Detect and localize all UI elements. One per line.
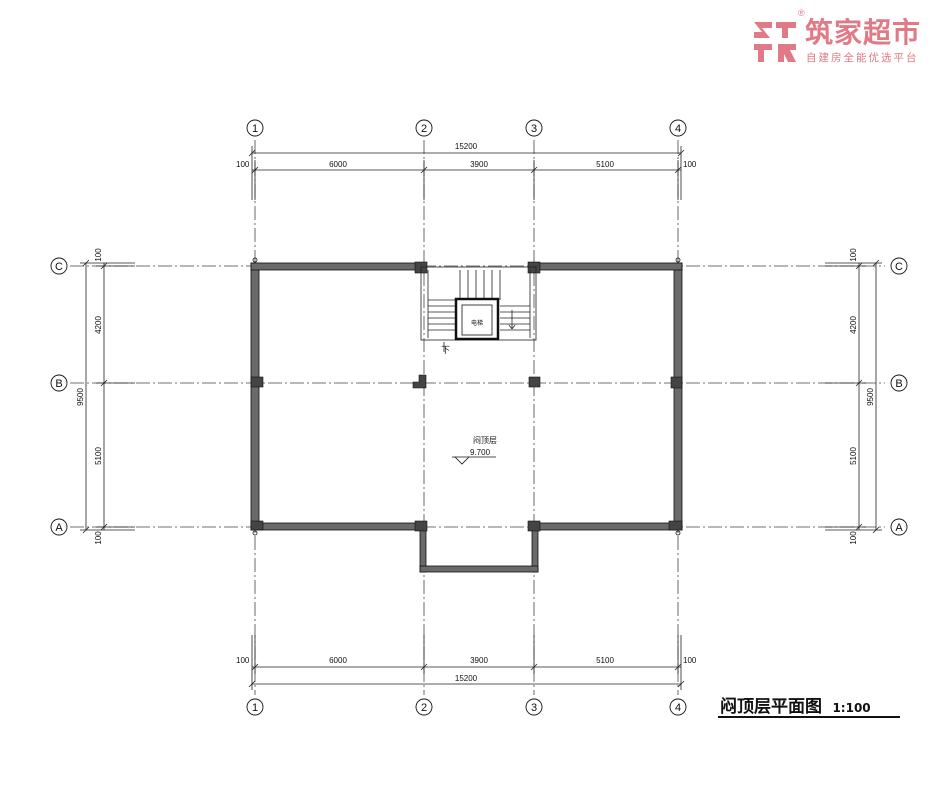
brand-tagline: 自建房全能优选平台 <box>806 52 919 64</box>
right-dimension-upper: 4200 <box>849 316 858 334</box>
level-marker-icon <box>452 456 496 465</box>
right-dimension-texts: 9500 4200 5100 100 100 <box>849 248 875 545</box>
elevator-label: 电梯 <box>471 319 483 327</box>
stair-core <box>420 266 537 352</box>
axis-col-4-top: 4 <box>675 123 681 135</box>
bottom-dimension-3: 5100 <box>596 656 614 665</box>
brand-logo: ® 筑家超市 自建房全能优选平台 <box>750 8 930 68</box>
right-offset-top: 100 <box>849 248 858 262</box>
axis-col-2-top: 2 <box>421 123 427 135</box>
axis-col-1-top: 1 <box>252 123 258 135</box>
bottom-total-dimension: 15200 <box>455 674 478 683</box>
brand-name: 筑家超市 <box>805 16 922 49</box>
right-dimensions <box>825 259 882 534</box>
corner-markers <box>252 257 681 536</box>
exterior-walls <box>250 262 683 573</box>
left-total-dimension: 9500 <box>76 388 85 406</box>
left-dimension-upper: 4200 <box>94 316 103 334</box>
axis-row-c-left: C <box>55 261 63 273</box>
axis-bubbles <box>50 119 908 716</box>
bottom-dimensions <box>248 635 685 690</box>
registered-mark: ® <box>798 8 805 18</box>
axis-col-3-bottom: 3 <box>531 702 537 714</box>
bottom-dimension-texts: 6000 3900 5100 15200 100 100 <box>236 656 697 683</box>
room-label: 闷顶层 <box>473 435 497 445</box>
drawing-title: 闷顶层平面图 1:100 <box>720 692 871 717</box>
top-dimension-3: 5100 <box>596 160 614 169</box>
stair-direction-label: 下 <box>441 346 450 356</box>
top-offset-right: 100 <box>683 160 697 169</box>
title-underline <box>718 716 900 718</box>
axis-row-b-right: B <box>895 378 902 390</box>
drawing-scale: 1:100 <box>832 701 871 715</box>
bottom-dimension-1: 6000 <box>329 656 347 665</box>
top-dimension-1: 6000 <box>329 160 347 169</box>
top-dimensions <box>248 146 685 200</box>
axis-col-3-top: 3 <box>531 123 537 135</box>
left-dimension-texts: 9500 4200 5100 100 100 <box>76 248 103 545</box>
left-dimensions <box>80 259 135 534</box>
bottom-dimension-2: 3900 <box>470 656 488 665</box>
axis-lines <box>70 140 885 695</box>
right-dimension-lower: 5100 <box>849 447 858 465</box>
drawing-title-text: 闷顶层平面图 <box>720 697 822 717</box>
axis-row-a-right: A <box>895 522 903 534</box>
right-offset-bottom: 100 <box>849 531 858 545</box>
bottom-offset-left: 100 <box>236 656 250 665</box>
axis-row-c-right: C <box>895 261 903 273</box>
axis-row-a-left: A <box>55 522 63 534</box>
left-offset-top: 100 <box>94 248 103 262</box>
elevator-shaft <box>454 297 500 341</box>
left-dimension-lower: 5100 <box>94 447 103 465</box>
axis-bubble-labels: 1 2 3 4 1 2 3 4 C B A C B A <box>55 123 903 714</box>
axis-col-2-bottom: 2 <box>421 702 427 714</box>
top-dimension-texts: 15200 6000 3900 5100 100 100 <box>236 142 697 169</box>
level-value: 9.700 <box>470 448 491 457</box>
top-dimension-2: 3900 <box>470 160 488 169</box>
brand-mark-icon <box>754 22 796 62</box>
right-total-dimension: 9500 <box>866 388 875 406</box>
axis-col-4-bottom: 4 <box>675 702 681 714</box>
left-offset-bottom: 100 <box>94 531 103 545</box>
bottom-offset-right: 100 <box>683 656 697 665</box>
top-total-dimension: 15200 <box>455 142 478 151</box>
axis-row-b-left: B <box>55 378 62 390</box>
top-offset-left: 100 <box>236 160 250 169</box>
column-l-shape <box>412 374 427 389</box>
axis-col-1-bottom: 1 <box>252 702 258 714</box>
